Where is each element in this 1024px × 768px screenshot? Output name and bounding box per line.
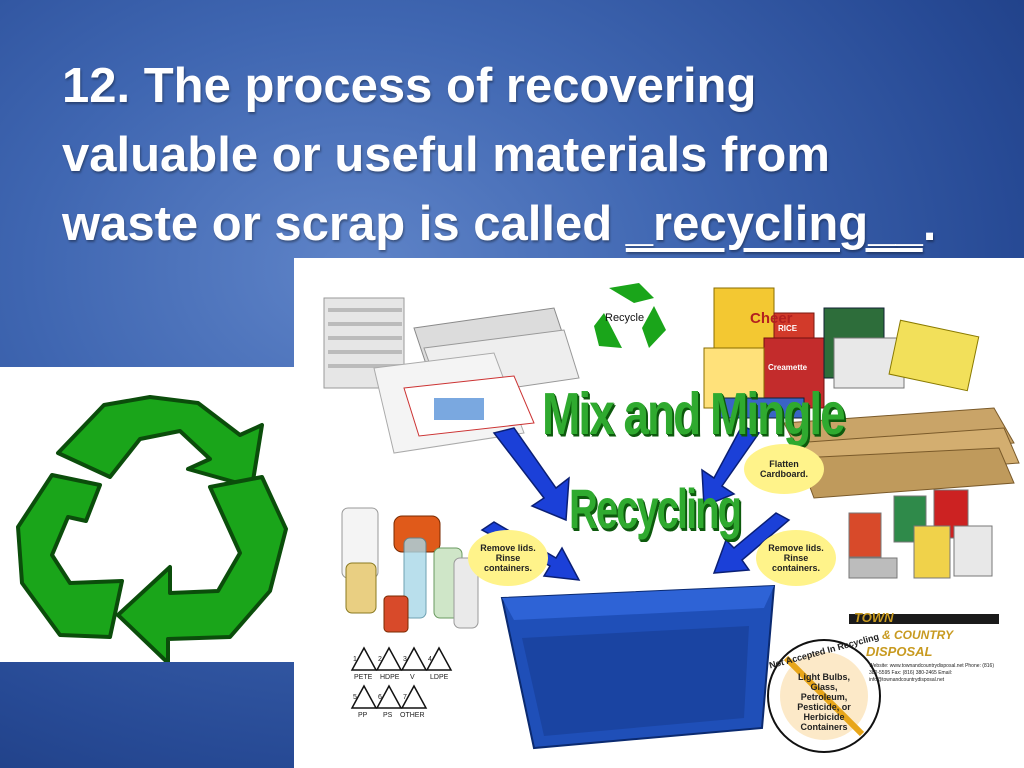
plastic-code-2: 2 (378, 656, 382, 663)
slide-title: 12. The process of recovering valuable o… (62, 52, 962, 259)
plastic-name-hdpe: HDPE (380, 674, 400, 681)
plastic-code-3: 3 (403, 656, 407, 663)
company-contact: Website: www.townandcountrydisposal.net … (869, 663, 994, 683)
plastic-code-7: 7 (403, 694, 407, 701)
box-label-creamette: Creamette (768, 363, 808, 372)
recycling-bin (500, 584, 776, 750)
plastic-name-ldpe: LDPE (430, 674, 449, 681)
plastic-code-4: 4 (428, 656, 432, 663)
cereal-boxes (703, 287, 980, 419)
recycling-collage: Recycle Cheer RICE Creamette Mix and Min… (294, 258, 1024, 768)
note-rinse-right: Remove lids. Rinse containers. (756, 530, 836, 586)
recycle-symbol-panel (0, 367, 300, 662)
plastic-name-pete: PETE (354, 674, 373, 681)
title-period: . (922, 197, 937, 251)
headline-mix-and-mingle: Mix and Mingle (542, 379, 846, 447)
recycle-icon (16, 395, 288, 662)
title-text: 12. The process of recovering valuable o… (62, 59, 830, 251)
cardboard-stack (783, 407, 1020, 499)
box-label-rice: RICE (778, 324, 798, 333)
mail-pile (373, 352, 535, 454)
company-name-disposal: DISPOSAL (866, 644, 933, 659)
plastic-name-ps: PS (383, 712, 393, 719)
cans (848, 489, 993, 579)
box-label-cheer: Cheer (750, 310, 793, 327)
note-flatten-cardboard: Flatten Cardboard. (744, 444, 824, 494)
small-recycle-logo (594, 283, 666, 348)
not-accepted-items: Light Bulbs, Glass, Petroleum, Pesticide… (797, 672, 851, 732)
plastic-bottles (341, 507, 479, 633)
plastic-code-5: 5 (353, 694, 357, 701)
company-name-town: TOWN (854, 610, 894, 625)
note-rinse-left: Remove lids. Rinse containers. (468, 530, 548, 586)
plastic-name-other: OTHER (400, 712, 425, 719)
plastic-code-6: 6 (378, 694, 382, 701)
plastic-name-pp: PP (358, 712, 368, 719)
plastic-name-v: V (410, 674, 415, 681)
recycle-logo-label: Recycle (605, 312, 645, 324)
headline-recycling: Recycling (569, 479, 742, 541)
company-name-country: & COUNTRY (882, 628, 954, 642)
not-accepted-sign (767, 639, 881, 753)
collage-graphics (323, 283, 1020, 753)
answer-blank: _recycling__ (625, 197, 923, 251)
plastic-code-1: 1 (353, 656, 357, 663)
